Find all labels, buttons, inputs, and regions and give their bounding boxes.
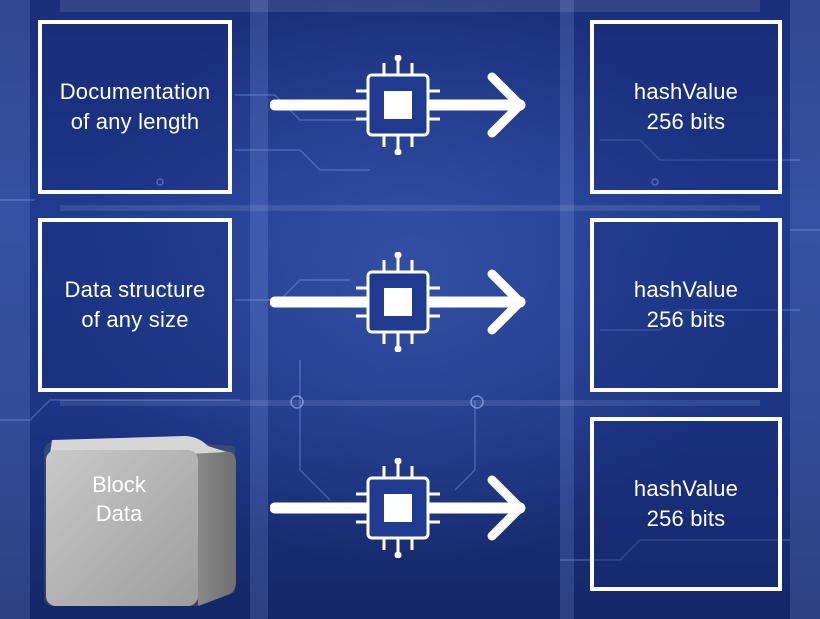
input-label-data-structure: Data structure of any size — [64, 277, 206, 332]
input-label-documentation: Documentation of any length — [59, 79, 211, 134]
output-box-hash-3: hashValue 256 bits — [590, 417, 782, 591]
input-box-documentation: Documentation of any length — [38, 20, 232, 194]
output-label-hash-1: hashValue 256 bits — [633, 79, 739, 134]
hash-arrow-2 — [270, 252, 526, 352]
chip-icon — [347, 458, 449, 558]
cube-icon — [44, 436, 236, 606]
cube-label-block-data: Block Data — [92, 472, 146, 526]
chip-icon — [347, 252, 449, 352]
output-label-hash-2: hashValue 256 bits — [633, 277, 739, 332]
hash-arrow-3 — [270, 458, 526, 558]
output-box-hash-2: hashValue 256 bits — [590, 218, 782, 392]
output-label-hash-3: hashValue 256 bits — [633, 476, 739, 531]
input-box-data-structure: Data structure of any size — [38, 218, 232, 392]
hash-arrow-1 — [270, 55, 526, 155]
output-box-hash-1: hashValue 256 bits — [590, 20, 782, 194]
chip-icon — [347, 55, 449, 155]
